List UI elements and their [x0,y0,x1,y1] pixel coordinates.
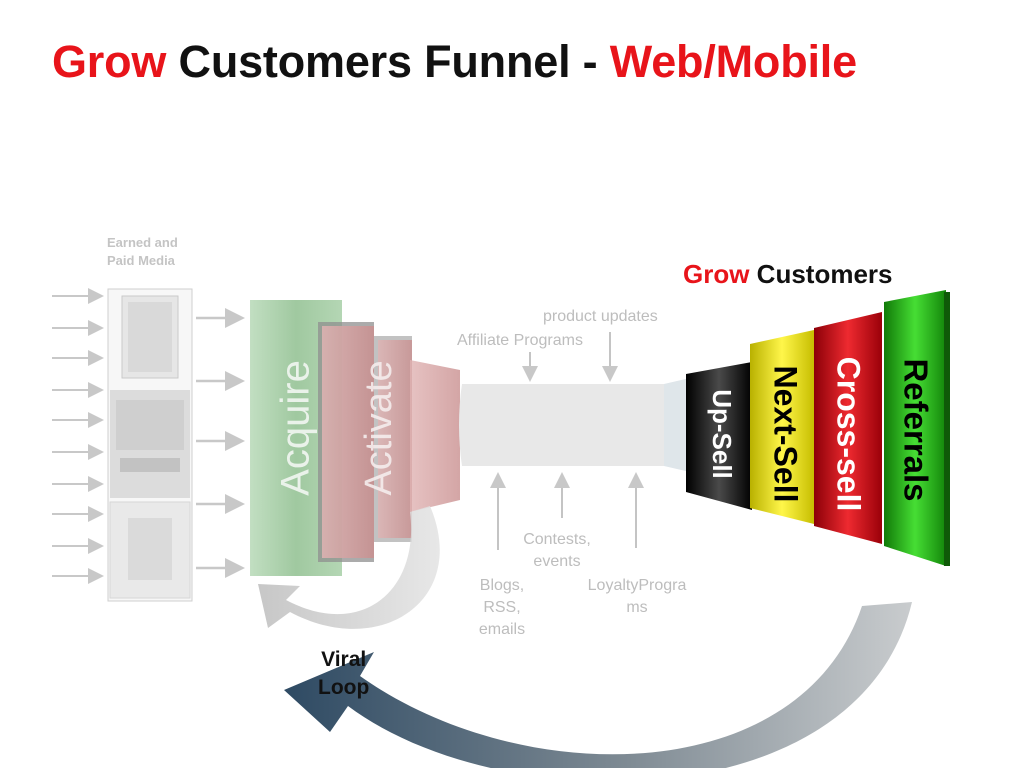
stage-label-activate: Activate [358,360,400,495]
label-blogs: Blogs, RSS, emails [466,575,538,641]
middle-pipe [459,384,668,466]
stage-label-up-sell: Up-Sell [707,389,737,479]
stage-next-sell [750,330,814,524]
stage-up-sell [686,362,752,510]
grow-customers-customers: Customers [749,259,893,289]
contests-line2: events [533,553,581,570]
media-label-line2: Paid Media [107,253,175,268]
media-inflow-arrows [52,288,104,584]
grow-customers-grow: Grow [683,259,750,289]
grow-funnel-neck [664,378,690,472]
grow-customers-heading: Grow Customers [683,259,893,290]
inner-loop-arrow [258,506,440,629]
stage-label-referrals: Referrals [897,358,934,501]
blogs-line2: RSS, [483,599,521,616]
label-loyalty-programs: LoyaltyProgra ms [572,575,702,619]
label-contests: Contests, events [507,529,607,573]
label-affiliate-programs: Affiliate Programs [457,332,583,349]
title-grow: Grow [52,36,167,87]
stage-label-cross-sell: Cross-sell [831,357,867,512]
loyalty-line1: LoyaltyProgra [587,577,687,594]
title-web-mobile: Web/Mobile [609,36,857,87]
media-label-line1: Earned and [107,235,178,250]
viral-loop-line2: Loop [318,676,370,699]
viral-loop-line1: Viral [321,648,367,671]
stage-referrals [884,290,946,566]
media-thumbnails [107,288,193,602]
loyalty-line2: ms [626,599,648,616]
contests-line1: Contests, [523,531,591,548]
viral-loop-label: Viral Loop [318,646,369,702]
media-label: Earned and Paid Media [107,234,178,270]
label-product-updates: product updates [543,308,658,325]
stage-cross-sell [814,312,882,544]
stage-label-next-sell: Next-Sell [768,366,804,503]
title-middle: Customers Funnel - [166,36,610,87]
viral-loop-arrow [284,602,912,768]
blogs-line1: Blogs, [479,577,525,594]
page-title: Grow Customers Funnel - Web/Mobile [52,36,857,88]
blogs-line3: emails [478,621,526,638]
pipe-input-arrows [490,332,644,550]
acquire-funnel-shapes [250,300,460,576]
grow-funnel-stages [686,290,950,566]
stage-label-acquire: Acquire [274,360,318,496]
acquire-inflow-arrows [196,308,245,578]
